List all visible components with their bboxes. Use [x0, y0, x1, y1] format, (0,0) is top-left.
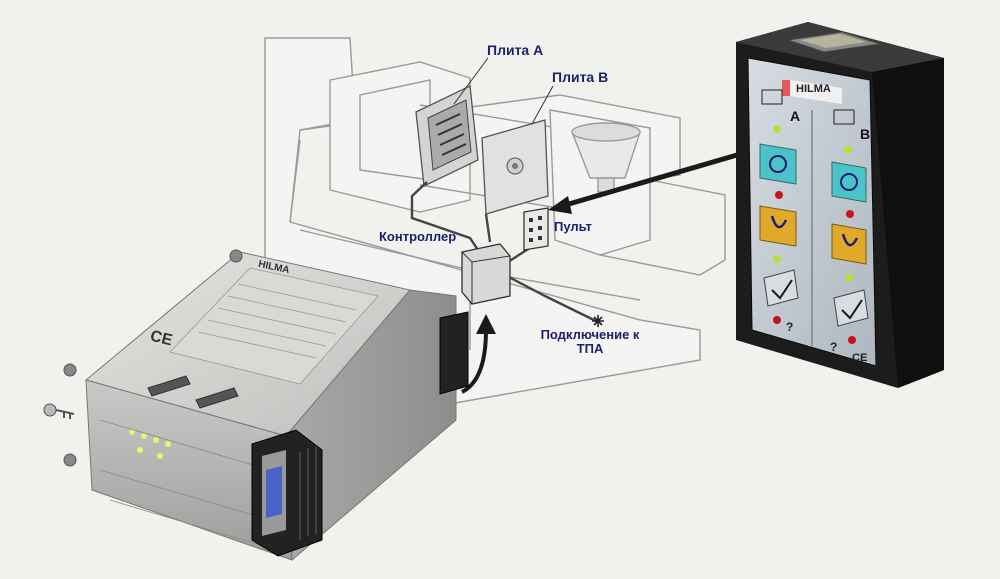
magnetic-plate-a — [415, 85, 479, 187]
remote-brand-text: HILMA — [796, 83, 831, 95]
magnetic-plate-b — [481, 119, 549, 215]
label-remote: Пульт — [554, 219, 592, 234]
curved-arrow — [460, 314, 496, 394]
remote-ce-mark: CE — [852, 352, 868, 364]
remote-pendant — [736, 22, 944, 388]
connection-point-icon — [592, 315, 604, 327]
remote-question-mark-b: ? — [830, 340, 838, 354]
remote-question-mark-a: ? — [786, 320, 794, 334]
channel-b-controls — [831, 109, 869, 344]
label-plate-b: Плита B — [552, 69, 609, 85]
remote-channel-a-label: A — [790, 108, 801, 124]
front-led-panel — [129, 429, 171, 459]
channel-a-controls — [759, 89, 799, 324]
label-connection-line1: Подключение к — [540, 327, 640, 342]
remote-on-machine — [523, 207, 549, 251]
controller-on-machine — [461, 243, 511, 305]
label-plate-a: Плита A — [487, 42, 544, 58]
label-connection-line2: ТПА — [576, 341, 604, 356]
key-icon — [43, 403, 75, 419]
heatsink — [251, 429, 323, 557]
label-connection: Подключение к ТПА — [540, 328, 640, 356]
remote-channel-b-label: B — [860, 126, 871, 142]
leader-lines — [453, 57, 554, 125]
pointer-arrow — [548, 152, 738, 214]
controller-box — [43, 249, 469, 562]
label-controller: Контроллер — [379, 229, 457, 244]
